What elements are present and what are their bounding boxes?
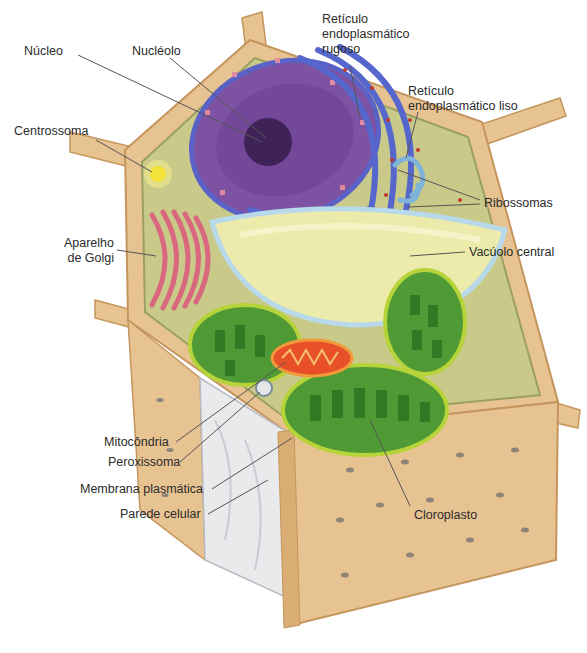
part-label: Retículo endoplasmático rugoso (322, 12, 427, 57)
part-label: Vacúolo central (469, 245, 554, 260)
part-label: Parede celular (120, 507, 201, 522)
part-label: Centrossoma (14, 124, 88, 139)
part-label: Retículo endoplasmático liso (408, 84, 533, 114)
part-label: Núcleo (24, 44, 63, 59)
part-label: Membrana plasmática (80, 482, 203, 497)
part-label: Peroxissoma (108, 455, 180, 470)
part-label: Nucléolo (132, 44, 181, 59)
part-label: Aparelho de Golgi (50, 236, 114, 266)
part-label: Ribossomas (484, 196, 553, 211)
part-label: Cloroplasto (414, 508, 477, 523)
part-label: Mitocôndria (104, 435, 169, 450)
